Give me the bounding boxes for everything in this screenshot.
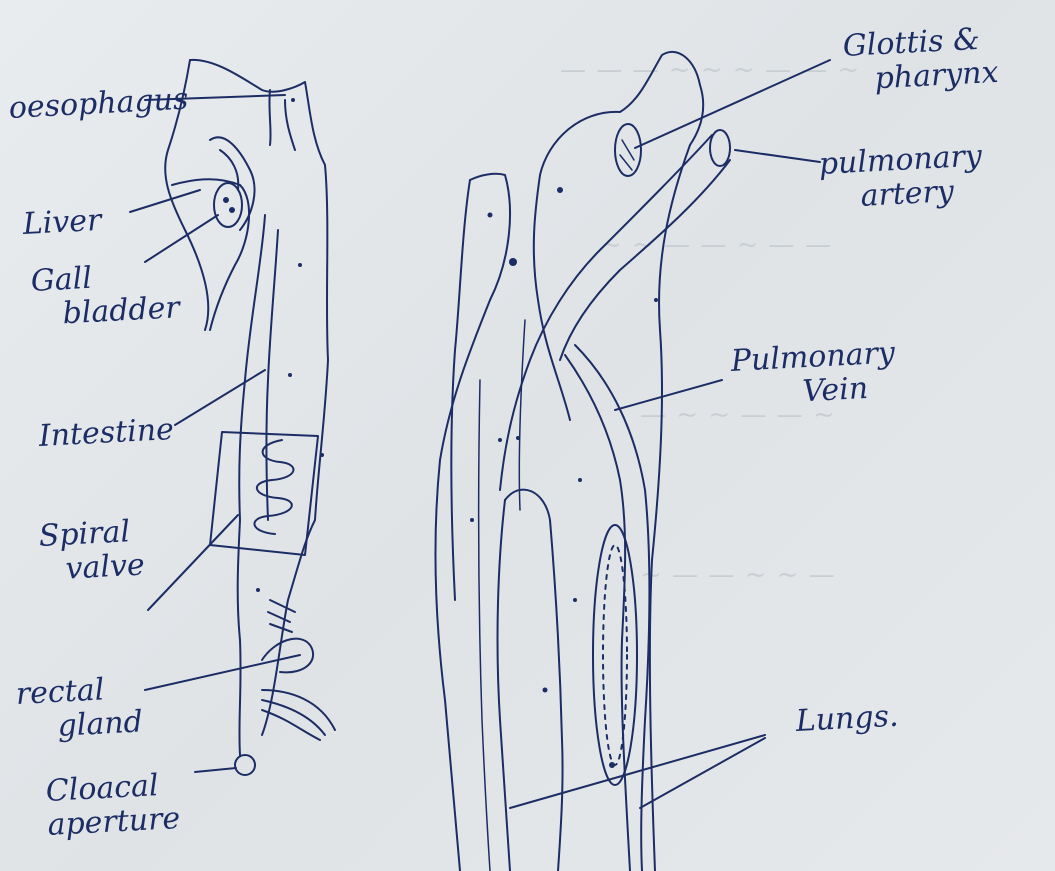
intestine-tube bbox=[238, 215, 265, 755]
left-lung bbox=[498, 500, 510, 871]
label-rectal-gland: rectal gland bbox=[15, 671, 144, 745]
label-pulmonary-artery: pulmonary artery bbox=[818, 139, 984, 215]
label-cloacal-aperture: Cloacal aperture bbox=[45, 768, 181, 843]
pharynx-dome bbox=[534, 175, 570, 420]
left-lung bbox=[505, 490, 563, 871]
rectal-gland-shape bbox=[262, 639, 313, 673]
body-outline bbox=[190, 60, 328, 735]
intestine-tube bbox=[267, 230, 279, 520]
oesophagus-tube bbox=[269, 90, 295, 150]
label-glottis-pharynx: Glottis & pharynx bbox=[842, 22, 999, 98]
label-spiral-valve: Spiral valve bbox=[38, 515, 146, 588]
label-pulmonary-vein: Pulmonary Vein bbox=[730, 336, 897, 412]
lung-outline-left bbox=[435, 174, 510, 871]
pulmonary-artery-opening bbox=[710, 130, 730, 166]
label-lungs: Lungs. bbox=[795, 700, 899, 739]
gall-bladder-shape bbox=[214, 183, 242, 227]
pulmonary-vein-vessel bbox=[565, 355, 630, 871]
spiral-valve-box bbox=[210, 432, 318, 555]
leader-lines-right bbox=[510, 60, 830, 808]
label-intestine: Intestine bbox=[38, 413, 175, 454]
respiratory-system-drawing bbox=[435, 52, 830, 871]
right-lung bbox=[593, 525, 637, 785]
hindgut-frills bbox=[262, 690, 335, 740]
pulmonary-artery-trunk bbox=[500, 135, 712, 490]
hindgut-frills bbox=[268, 600, 295, 632]
label-gall-bladder: Gall bladder bbox=[30, 257, 181, 333]
pulmonary-vein-vessel bbox=[575, 345, 650, 871]
lung-outline-left bbox=[451, 180, 470, 600]
label-liver: Liver bbox=[22, 204, 102, 242]
ink-dots bbox=[256, 98, 324, 592]
pulmonary-artery-trunk bbox=[560, 160, 730, 360]
liver-outline bbox=[172, 179, 249, 330]
cloacal-aperture-shape bbox=[235, 755, 255, 775]
spiral-valve-coil bbox=[254, 440, 293, 534]
